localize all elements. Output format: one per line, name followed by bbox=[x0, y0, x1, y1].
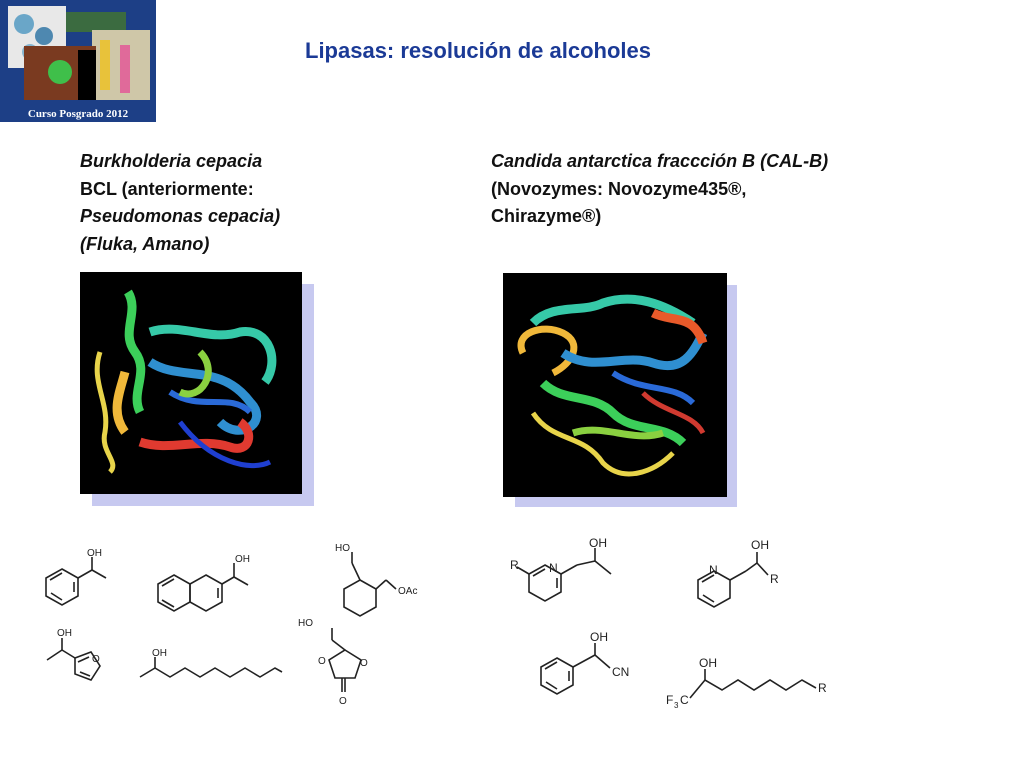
structure-glycerol-carbonate: HO O O O bbox=[298, 618, 368, 707]
oh-label: OH bbox=[87, 548, 102, 559]
course-logo: Curso Posgrado 2012 bbox=[0, 0, 156, 122]
right-enzyme-line-1: Candida antarctica fraccción B (CAL-B) bbox=[491, 151, 829, 171]
oh-label: OH bbox=[235, 554, 250, 565]
oh-label: OH bbox=[589, 536, 607, 550]
oh-label: OH bbox=[590, 630, 608, 644]
left-enzyme-line-4: (Fluka, Amano) bbox=[80, 233, 210, 254]
structure-substituted-pyridyl-ethanol: R N OH bbox=[510, 536, 612, 602]
subscript-three-label: 3 bbox=[674, 701, 679, 710]
left-enzyme-line-1: Burkholderia cepacia bbox=[80, 151, 263, 171]
structure-trifluoromethyl-alcohol: OH F 3 C R bbox=[666, 656, 827, 710]
o-label: O bbox=[339, 696, 347, 707]
left-enzyme-line-2: BCL (anteriormente: bbox=[80, 178, 254, 199]
structure-furylethanol: OH O bbox=[46, 628, 101, 681]
structure-naphthylethanol: OH bbox=[157, 554, 250, 612]
r-label: R bbox=[510, 558, 519, 572]
structure-1-phenylethanol: OH bbox=[45, 548, 107, 606]
oh-label: OH bbox=[152, 648, 167, 659]
oh-label: OH bbox=[699, 656, 717, 670]
structure-pyridyl-carbinol: N OH R bbox=[697, 538, 779, 608]
f-label: F bbox=[666, 693, 673, 707]
r-label: R bbox=[818, 681, 827, 695]
n-label: N bbox=[709, 563, 718, 577]
right-enzyme-line-2: (Novozymes: Novozyme435®, bbox=[491, 178, 747, 199]
calb-protein-image bbox=[503, 273, 739, 509]
left-enzyme-line-3: Pseudomonas cepacia) bbox=[80, 206, 281, 226]
left-enzyme-description: Burkholderia cepacia BCL (anteriormente:… bbox=[80, 148, 280, 258]
ho-label: HO bbox=[298, 618, 313, 629]
o-label: O bbox=[92, 654, 100, 665]
bcl-protein-image bbox=[80, 272, 316, 506]
c-label: C bbox=[680, 693, 689, 707]
n-label: N bbox=[549, 561, 558, 575]
oac-label: OAc bbox=[398, 586, 417, 597]
oh-label: OH bbox=[57, 628, 72, 639]
protein-ribbon-calb-icon bbox=[517, 294, 708, 477]
o-label: O bbox=[360, 658, 368, 669]
structure-long-chain-alcohol: OH bbox=[139, 648, 283, 678]
oh-label: OH bbox=[751, 538, 769, 552]
alcohol-substrates-area: OH OH HO OAc OH O OH bbox=[0, 520, 1024, 768]
protein-ribbon-bcl-icon bbox=[94, 289, 277, 474]
right-enzyme-description: Candida antarctica fraccción B (CAL-B) (… bbox=[491, 148, 828, 231]
r-label: R bbox=[770, 572, 779, 586]
logo-caption: Curso Posgrado 2012 bbox=[27, 108, 129, 120]
structure-cyclohexane-diol-monoacetate: HO OAc bbox=[335, 543, 417, 617]
cn-label: CN bbox=[612, 665, 629, 679]
structure-mandelonitrile: OH CN bbox=[540, 630, 629, 695]
page-title: Lipasas: resolución de alcoholes bbox=[305, 38, 651, 63]
course-collage-icon bbox=[0, 0, 156, 122]
ho-label: HO bbox=[335, 543, 350, 554]
right-enzyme-line-3: Chirazyme®) bbox=[491, 206, 602, 226]
o-label: O bbox=[318, 656, 326, 667]
